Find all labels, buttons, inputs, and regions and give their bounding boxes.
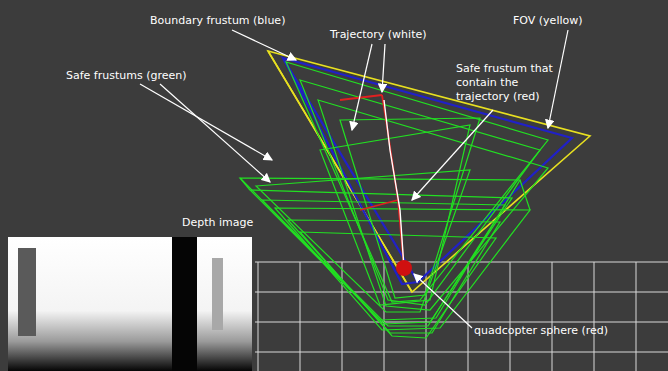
depth-image <box>8 237 252 371</box>
callout-label: Safe frustums (green) <box>66 69 187 83</box>
callout-label: Boundary frustum (blue) <box>150 14 285 28</box>
callout-label: FOV (yellow) <box>513 14 583 28</box>
boundary-frustum <box>283 58 572 284</box>
callout-label: Trajectory (white) <box>330 28 427 42</box>
callout-label: Safe frustum that contain the trajectory… <box>456 62 568 104</box>
safe-frustums <box>240 62 548 338</box>
quadcopter-sphere <box>396 260 412 276</box>
panel-title: Depth image <box>182 216 253 230</box>
trajectory-frustum <box>340 95 404 268</box>
trajectory <box>384 100 404 268</box>
ground-grid <box>255 262 668 371</box>
callout-label: quadcopter sphere (red) <box>474 324 608 338</box>
